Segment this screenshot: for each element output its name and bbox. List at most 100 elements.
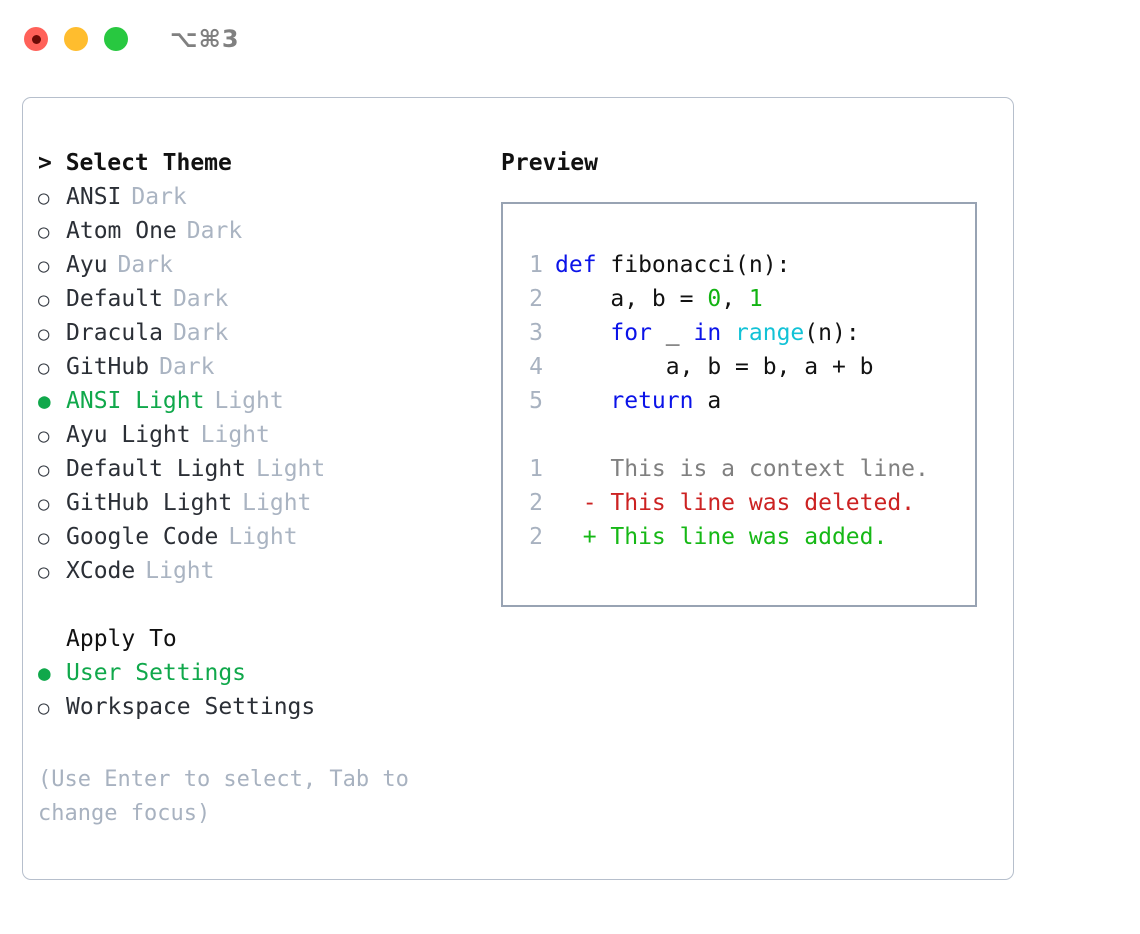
theme-option-github-light[interactable]: ○ GitHub Light Light xyxy=(38,486,468,520)
theme-option-variant: Dark xyxy=(172,320,229,346)
code-token-txt: _ xyxy=(651,320,694,346)
window-titlebar: ⌥⌘3 xyxy=(0,0,1140,78)
code-line: 5 return a xyxy=(515,384,975,418)
theme-option-google-code[interactable]: ○ Google Code Light xyxy=(38,520,468,554)
code-token-kw: def xyxy=(555,252,597,278)
theme-option-variant: Light xyxy=(200,422,270,448)
radio-unselected-icon[interactable]: ○ xyxy=(38,527,50,549)
code-token-kw: return xyxy=(610,388,694,414)
radio-unselected-icon[interactable]: ○ xyxy=(38,697,50,719)
close-button[interactable] xyxy=(24,27,48,51)
theme-option-label: Default Light xyxy=(66,456,247,482)
theme-option-dracula[interactable]: ○ Dracula Dark xyxy=(38,316,468,350)
theme-option-label: GitHub xyxy=(66,354,150,380)
theme-option-variant: Dark xyxy=(159,354,215,380)
theme-option-label: Google Code xyxy=(66,524,219,550)
radio-unselected-icon[interactable]: ○ xyxy=(38,493,50,515)
code-token-txt xyxy=(721,316,735,350)
theme-option-label: ANSI Light xyxy=(66,388,205,414)
apply-to-list[interactable]: ● User Settings ○Workspace Settings xyxy=(38,656,468,724)
theme-option-ayu-light[interactable]: ○ Ayu Light Light xyxy=(38,418,468,452)
code-token-txt xyxy=(555,316,610,350)
line-number: 1 xyxy=(529,456,543,482)
radio-unselected-icon[interactable]: ○ xyxy=(38,255,50,277)
radio-unselected-icon[interactable]: ○ xyxy=(38,357,50,379)
radio-selected-icon[interactable]: ● xyxy=(38,389,51,413)
keyboard-hint-text: (Use Enter to select, Tab to change focu… xyxy=(38,767,409,826)
theme-option-label: Ayu Light xyxy=(66,422,191,448)
line-number: 3 xyxy=(529,320,543,346)
keyboard-shortcut-label: ⌥⌘3 xyxy=(170,25,240,53)
radio-selected-icon[interactable]: ● xyxy=(38,661,51,685)
code-line: 4 a, b = b, a + b xyxy=(515,350,975,384)
code-token-kw: in xyxy=(693,320,722,346)
select-theme-heading: > Select Theme xyxy=(38,150,232,176)
radio-unselected-icon[interactable]: ○ xyxy=(38,323,50,345)
apply-to-heading: Apply To xyxy=(66,626,177,652)
radio-unselected-icon[interactable]: ○ xyxy=(38,221,50,243)
code-diff-gap xyxy=(515,418,975,452)
theme-option-variant: Light xyxy=(228,524,298,550)
maximize-button[interactable] xyxy=(104,27,128,51)
code-token-txt xyxy=(555,384,610,418)
theme-option-variant: Light xyxy=(242,490,312,516)
radio-unselected-icon[interactable]: ○ xyxy=(38,187,50,209)
theme-option-variant: Light xyxy=(256,456,326,482)
diff-line-text: This is a context line. xyxy=(555,456,929,482)
line-number: 2 xyxy=(529,286,543,312)
line-number: 5 xyxy=(529,388,543,414)
radio-unselected-icon[interactable]: ○ xyxy=(38,289,50,311)
theme-option-label: Dracula xyxy=(66,320,163,346)
code-token-txt: , xyxy=(721,286,749,312)
radio-unselected-icon[interactable]: ○ xyxy=(38,561,50,583)
diff-line-text: + This line was added. xyxy=(555,524,888,550)
theme-option-label: Default xyxy=(66,286,163,312)
minimize-button[interactable] xyxy=(64,27,88,51)
diff-line-text: - This line was deleted. xyxy=(555,490,916,516)
theme-option-variant: Light xyxy=(145,558,215,584)
theme-option-ansi[interactable]: ○ ANSI Dark xyxy=(38,180,468,214)
code-line: 2 a, b = 0, 1 xyxy=(515,282,975,316)
code-token-txt: a, b = xyxy=(555,286,708,312)
theme-option-label: ANSI xyxy=(66,184,122,210)
theme-option-label: GitHub Light xyxy=(66,490,233,516)
line-number: 2 xyxy=(529,490,543,516)
code-token-kw: for xyxy=(610,320,652,346)
theme-option-label: XCode xyxy=(66,558,136,584)
code-token-num: 1 xyxy=(748,286,763,312)
code-token-txt: (n): xyxy=(804,320,860,346)
apply-to-option-workspace-settings[interactable]: ○Workspace Settings xyxy=(38,690,468,724)
diff-sample: 1 This is a context line. 2 - This line w… xyxy=(515,452,975,554)
theme-option-ansi-light[interactable]: ● ANSI Light Light xyxy=(38,384,468,418)
theme-option-default-light[interactable]: ○ Default Light Light xyxy=(38,452,468,486)
line-number: 1 xyxy=(529,252,543,278)
preview-heading: Preview xyxy=(501,150,598,176)
traffic-light-buttons xyxy=(24,27,128,51)
radio-unselected-icon[interactable]: ○ xyxy=(38,425,50,447)
line-number: 2 xyxy=(529,524,543,550)
code-line: 3 for _ in range(n): xyxy=(515,316,975,350)
diff-line-del: 2 - This line was deleted. xyxy=(515,486,975,520)
radio-unselected-icon[interactable]: ○ xyxy=(38,459,50,481)
code-token-txt: a, b = b, a + b xyxy=(555,354,874,380)
theme-option-github[interactable]: ○ GitHub Dark xyxy=(38,350,468,384)
code-token-fn: range xyxy=(735,320,805,346)
apply-to-option-label: User Settings xyxy=(66,660,247,686)
theme-option-xcode[interactable]: ○ XCode Light xyxy=(38,554,468,588)
theme-option-variant: Dark xyxy=(131,184,187,210)
code-token-txt: a xyxy=(693,388,722,414)
theme-option-variant: Light xyxy=(214,388,284,414)
apply-to-option-user-settings[interactable]: ● User Settings xyxy=(38,656,468,690)
code-token-num: 0 xyxy=(707,286,722,312)
line-number: 4 xyxy=(529,354,543,380)
list-spacer xyxy=(38,588,468,622)
